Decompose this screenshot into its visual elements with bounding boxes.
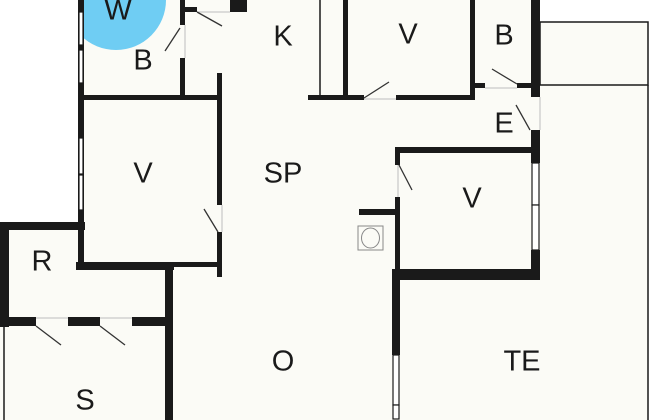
label-bedroom-top: V [398, 19, 418, 51]
label-bath-left: B [133, 45, 152, 77]
water-marker [84, 0, 166, 50]
label-entrance: E [494, 108, 513, 140]
room-labels: W B K V B V SP E V R O TE S [32, 0, 541, 417]
label-bedroom-left: V [133, 158, 153, 190]
label-bottom-left: S [75, 385, 94, 417]
label-kitchen: K [273, 21, 293, 53]
label-bedroom-right: V [462, 183, 482, 215]
label-bath-right: B [494, 20, 513, 52]
label-water: W [104, 0, 132, 27]
label-living: O [272, 346, 295, 378]
label-dining: SP [264, 158, 303, 190]
door-swings [35, 11, 531, 346]
walls [0, 0, 541, 420]
label-terrace: TE [503, 346, 540, 378]
toilet-icon [357, 225, 384, 251]
label-utility: R [32, 246, 53, 278]
